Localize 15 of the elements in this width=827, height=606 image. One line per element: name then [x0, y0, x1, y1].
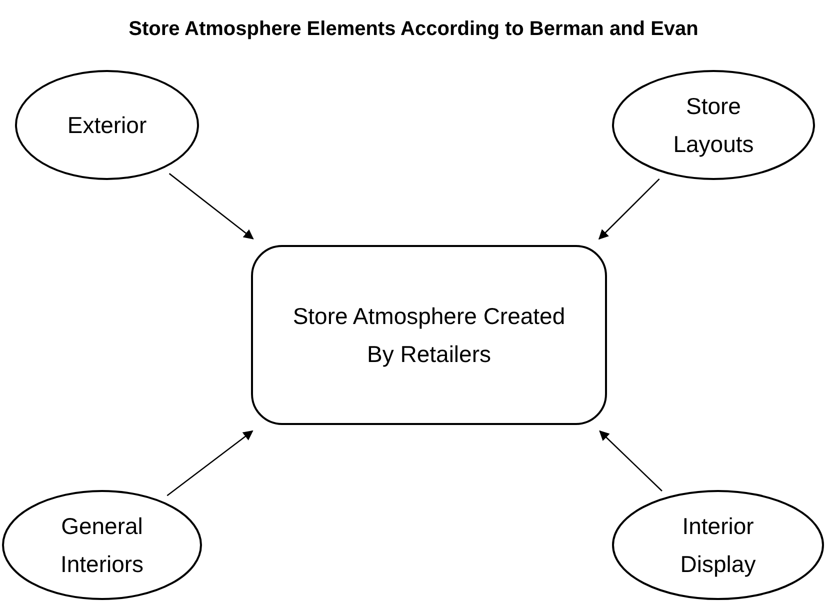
ellipse-node: [612, 490, 824, 600]
ellipse-node: [612, 70, 815, 180]
node-label: Store Layouts: [672, 92, 755, 159]
arrow: [598, 178, 660, 240]
arrow: [599, 430, 662, 492]
rounded-box: [251, 245, 607, 425]
arrow: [166, 430, 254, 496]
ellipse-node: [2, 490, 202, 600]
node-label: Store Atmosphere Created By Retailers: [292, 302, 566, 369]
node-label: Interior Display: [679, 512, 757, 579]
arrow: [168, 173, 254, 240]
node-label: General Interiors: [59, 512, 145, 579]
diagram-title: Store Atmosphere Elements According to Berman and Evan: [128, 18, 700, 41]
ellipse-node: [15, 70, 199, 180]
node-label: Exterior: [66, 111, 148, 140]
